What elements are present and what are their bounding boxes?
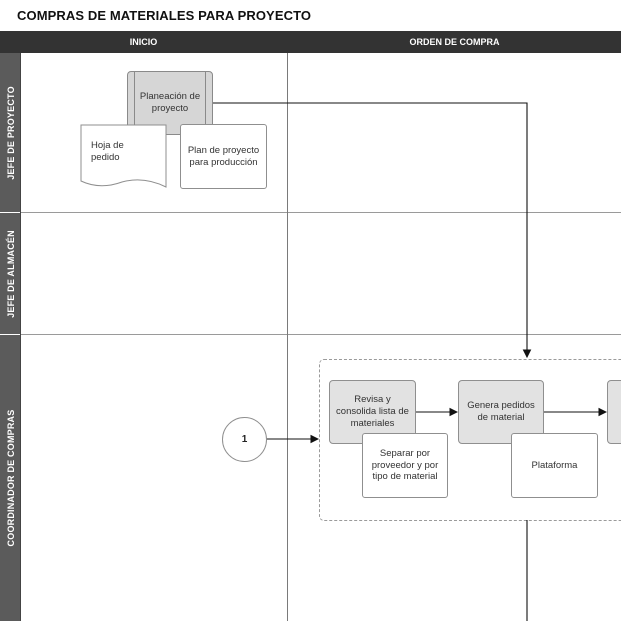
subprocess-group-frame	[319, 359, 621, 521]
column-header-bar	[0, 31, 621, 53]
lane-label-border	[20, 53, 21, 621]
column-header-inicio: INICIO	[129, 37, 158, 47]
hoja-de-pedido-label: Hoja de pedido	[91, 140, 124, 163]
column-divider	[287, 53, 288, 621]
flow-arrow-planeacion-to-revisa	[212, 102, 532, 359]
plataforma-node: Plataforma	[511, 433, 598, 498]
plan-de-proyecto-document: Plan de proyecto para producción	[180, 124, 267, 189]
lane-label-jefe-de-proyecto: JEFE DE PROYECTO	[0, 53, 21, 212]
lane-divider	[21, 334, 621, 335]
lane-label-coordinador-de-compras: COORDINADOR DE COMPRAS	[0, 335, 21, 621]
hoja-de-pedido-document-shape	[80, 124, 167, 188]
diagram-title: COMPRAS DE MATERIALES PARA PROYECTO	[17, 8, 312, 23]
planeacion-de-proyecto-node: Planeación de proyecto	[127, 71, 213, 135]
next-process-node-partial	[607, 380, 621, 444]
offpage-connector-1: 1	[222, 417, 267, 462]
lane-label-jefe-de-almacen: JEFE DE ALMACÉN	[0, 213, 21, 334]
column-header-orden-de-compra: ORDEN DE COMPRA	[409, 37, 500, 47]
separar-proveedor-node: Separar por proveedor y por tipo de mate…	[362, 433, 448, 498]
lane-divider	[21, 212, 621, 213]
